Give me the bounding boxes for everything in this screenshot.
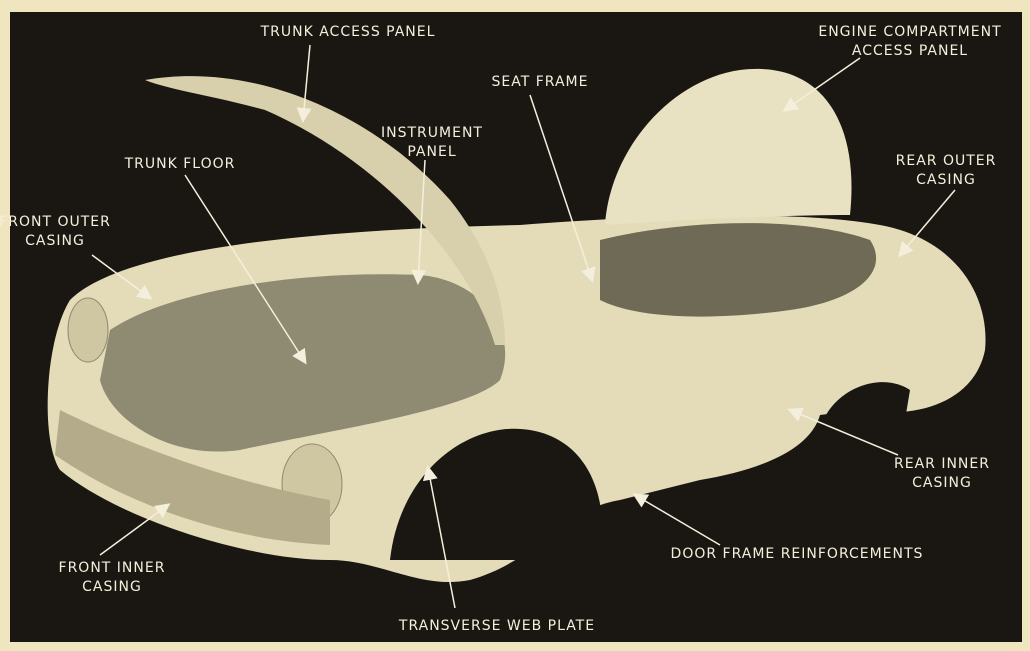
- arrow-front-outer-casing: [91, 254, 153, 300]
- label-instrument-panel: PANEL: [407, 144, 456, 160]
- label-rear-outer: REAR OUTER: [896, 153, 997, 169]
- arrow-transverse-web-plate: [422, 465, 456, 609]
- arrow-rear-inner-casing: [787, 407, 899, 456]
- car-body: [47, 68, 986, 583]
- label-engine-access-panel: ACCESS PANEL: [852, 43, 968, 59]
- label-trunk-floor: TRUNK FLOOR: [124, 156, 236, 172]
- label-seat-frame: SEAT FRAME: [492, 74, 589, 90]
- label-engine-compartment: ENGINE COMPARTMENT: [818, 24, 1001, 40]
- label-instrument: INSTRUMENT: [381, 125, 483, 141]
- front-inner-casing: [55, 410, 330, 545]
- arrow-rear-outer-casing: [898, 189, 956, 258]
- headlamp-left: [67, 297, 109, 363]
- label-trunk-access-panel: TRUNK ACCESS PANEL: [260, 24, 436, 40]
- cockpit: [600, 223, 877, 317]
- wheel-arch-rear: [820, 382, 910, 440]
- wheel-arch-front: [390, 428, 603, 560]
- arrow-engine-access-panel: [782, 57, 861, 112]
- labels: TRUNK ACCESS PANEL ENGINE COMPARTMENT AC…: [0, 24, 1001, 634]
- arrow-trunk-access-panel: [296, 44, 312, 123]
- label-front-outer: FRONT OUTER: [0, 214, 111, 230]
- label-door-frame-reinforcements: DOOR FRAME REINFORCEMENTS: [671, 546, 924, 562]
- label-rear-outer-casing: CASING: [916, 172, 976, 188]
- label-transverse-web-plate: TRANSVERSE WEB PLATE: [398, 618, 595, 634]
- label-rear-inner: REAR INNER: [894, 456, 990, 472]
- label-front-outer-casing: CASING: [25, 233, 85, 249]
- arrow-seat-frame: [529, 94, 596, 283]
- label-front-inner: FRONT INNER: [59, 560, 166, 576]
- arrow-door-frame-reinforcements: [632, 493, 721, 546]
- label-front-inner-casing: CASING: [82, 579, 142, 595]
- callouts: [91, 44, 956, 609]
- label-rear-inner-casing: CASING: [912, 475, 972, 491]
- arrow-front-inner-casing: [99, 503, 171, 556]
- engine-lid: [605, 68, 852, 225]
- arrow-trunk-floor: [184, 174, 307, 365]
- arrow-instrument-panel: [411, 159, 427, 285]
- trunk-lid: [145, 76, 505, 345]
